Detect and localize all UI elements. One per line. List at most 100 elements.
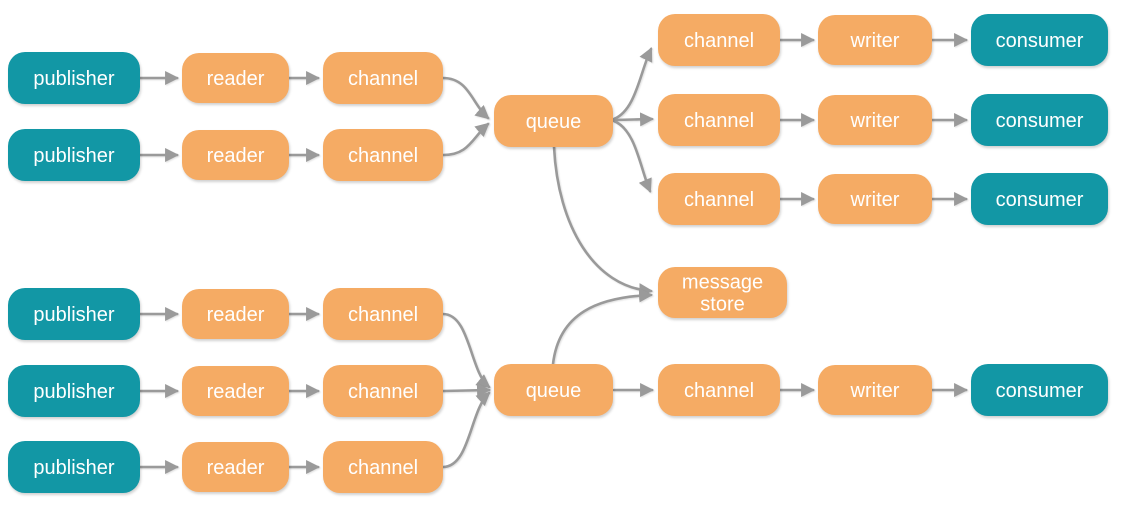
node-shape <box>971 364 1108 416</box>
node-shape <box>8 288 140 340</box>
node-reader-top-1: reader <box>182 53 289 103</box>
node-label: publisher <box>33 68 115 90</box>
node-consumer-right-2: consumer <box>971 94 1108 146</box>
node-shape <box>8 129 140 181</box>
edge-queue-top--channel-right-3 <box>612 119 652 193</box>
node-label: writer <box>850 110 900 132</box>
node-queue-top: queue <box>494 95 613 147</box>
node-shape <box>182 130 289 180</box>
node-label: channel <box>684 189 754 211</box>
node-shape <box>818 15 932 65</box>
node-channel-right-3: channel <box>658 173 780 225</box>
node-shape <box>818 95 932 145</box>
node-channel-right-1: channel <box>658 14 780 66</box>
node-shape <box>971 94 1108 146</box>
node-label: writer <box>850 189 900 211</box>
edge-queue-top--channel-right-2 <box>612 112 655 127</box>
edge-queue-bottom--message-store <box>551 288 654 366</box>
node-shape <box>658 173 780 225</box>
node-label: reader <box>207 457 265 479</box>
node-shape <box>658 364 780 416</box>
node-shape <box>494 95 613 147</box>
node-writer-right-3: writer <box>818 174 932 224</box>
node-label: channel <box>684 110 754 132</box>
node-shape <box>658 14 780 66</box>
node-shape <box>971 173 1108 225</box>
node-label: consumer <box>996 110 1084 132</box>
node-shape <box>8 52 140 104</box>
node-shape <box>494 364 613 416</box>
node-label: channel <box>348 304 418 326</box>
node-channel-right-2: channel <box>658 94 780 146</box>
node-consumer-right-3: consumer <box>971 173 1108 225</box>
node-shape <box>658 267 787 318</box>
node-publisher-bottom-1: publisher <box>8 288 140 340</box>
edge-channel-bottom-3--queue-bottom <box>441 391 491 469</box>
node-shape <box>182 289 289 339</box>
node-label: publisher <box>33 304 115 326</box>
node-shape <box>323 441 443 493</box>
node-label: consumer <box>996 189 1084 211</box>
node-consumer-bottom-right: consumer <box>971 364 1108 416</box>
node-channel-top-1: channel <box>323 52 443 104</box>
node-shape <box>182 53 289 103</box>
node-publisher-top-1: publisher <box>8 52 140 104</box>
node-label: publisher <box>33 457 115 479</box>
node-label: consumer <box>996 380 1084 402</box>
node-channel-bottom-3: channel <box>323 441 443 493</box>
node-consumer-right-1: consumer <box>971 14 1108 66</box>
edge-queue-top--message-store <box>552 145 654 298</box>
node-label: channel <box>348 457 418 479</box>
node-label: writer <box>850 30 900 52</box>
edge-channel-top-2--queue-top <box>441 122 490 157</box>
node-shape <box>818 365 932 415</box>
node-shape <box>8 365 140 417</box>
node-label: reader <box>207 145 265 167</box>
node-shape <box>182 442 289 492</box>
node-reader-bottom-3: reader <box>182 442 289 492</box>
node-label: channel <box>348 68 418 90</box>
node-shape <box>182 366 289 416</box>
node-shape <box>323 52 443 104</box>
node-publisher-bottom-2: publisher <box>8 365 140 417</box>
node-shape <box>323 129 443 181</box>
node-reader-bottom-2: reader <box>182 366 289 416</box>
edge-queue-top--channel-right-1 <box>612 47 653 121</box>
node-label: publisher <box>33 145 115 167</box>
node-shape <box>8 441 140 493</box>
node-shape <box>818 174 932 224</box>
edge-channel-bottom-2--queue-bottom <box>441 383 492 398</box>
node-label: channel <box>684 380 754 402</box>
node-shape <box>658 94 780 146</box>
node-reader-bottom-1: reader <box>182 289 289 339</box>
node-shape <box>323 365 443 417</box>
node-writer-bottom-right: writer <box>818 365 932 415</box>
node-label: reader <box>207 304 265 326</box>
node-reader-top-2: reader <box>182 130 289 180</box>
node-label: queue <box>526 111 582 133</box>
node-label: channel <box>348 145 418 167</box>
node-label: reader <box>207 68 265 90</box>
node-label: queue <box>526 380 582 402</box>
node-channel-bottom-1: channel <box>323 288 443 340</box>
edge-channel-top-1--queue-top <box>441 76 490 120</box>
edge-channel-bottom-1--queue-bottom <box>441 312 491 389</box>
node-shape <box>323 288 443 340</box>
node-label: reader <box>207 381 265 403</box>
node-writer-right-2: writer <box>818 95 932 145</box>
node-channel-bottom-right: channel <box>658 364 780 416</box>
node-channel-bottom-2: channel <box>323 365 443 417</box>
node-queue-bottom: queue <box>494 364 613 416</box>
node-label: channel <box>684 30 754 52</box>
node-shape <box>971 14 1108 66</box>
node-label: publisher <box>33 381 115 403</box>
node-label: consumer <box>996 30 1084 52</box>
node-publisher-top-2: publisher <box>8 129 140 181</box>
node-writer-right-1: writer <box>818 15 932 65</box>
node-channel-top-2: channel <box>323 129 443 181</box>
node-label: writer <box>850 380 900 402</box>
